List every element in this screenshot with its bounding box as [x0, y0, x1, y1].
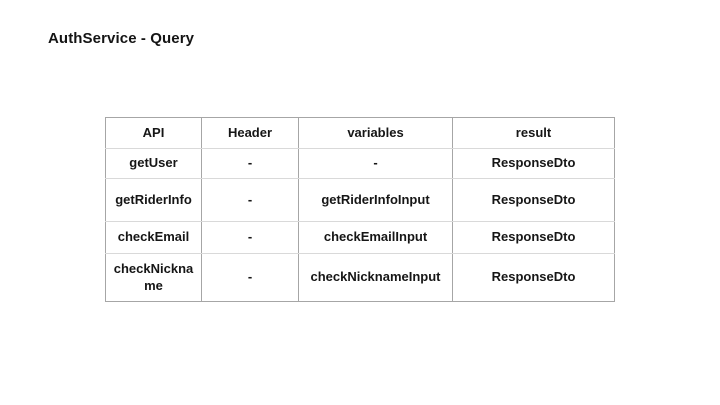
cell-header: -	[201, 178, 299, 222]
table-row: checkNickname - checkNicknameInput Respo…	[105, 253, 615, 302]
cell-header: -	[201, 221, 299, 254]
cell-api: getUser	[105, 148, 202, 179]
cell-result: ResponseDto	[452, 221, 615, 254]
table-header-row: API Header variables result	[105, 117, 615, 149]
table-row: getRiderInfo - getRiderInfoInput Respons…	[105, 178, 615, 222]
table-row: checkEmail - checkEmailInput ResponseDto	[105, 221, 615, 254]
cell-header: -	[201, 253, 299, 302]
cell-variables: checkNicknameInput	[298, 253, 453, 302]
cell-api: checkEmail	[105, 221, 202, 254]
cell-api: checkNickname	[105, 253, 202, 302]
column-header-variables: variables	[298, 117, 453, 149]
table-row: getUser - - ResponseDto	[105, 148, 615, 179]
cell-result: ResponseDto	[452, 178, 615, 222]
column-header-api: API	[105, 117, 202, 149]
api-query-table: API Header variables result getUser - - …	[105, 117, 615, 302]
slide-title: AuthService - Query	[48, 30, 195, 47]
cell-result: ResponseDto	[452, 253, 615, 302]
column-header-result: result	[452, 117, 615, 149]
cell-result: ResponseDto	[452, 148, 615, 179]
cell-variables: checkEmailInput	[298, 221, 453, 254]
column-header-header: Header	[201, 117, 299, 149]
cell-variables: getRiderInfoInput	[298, 178, 453, 222]
cell-header: -	[201, 148, 299, 179]
cell-api: getRiderInfo	[105, 178, 202, 222]
cell-variables: -	[298, 148, 453, 179]
